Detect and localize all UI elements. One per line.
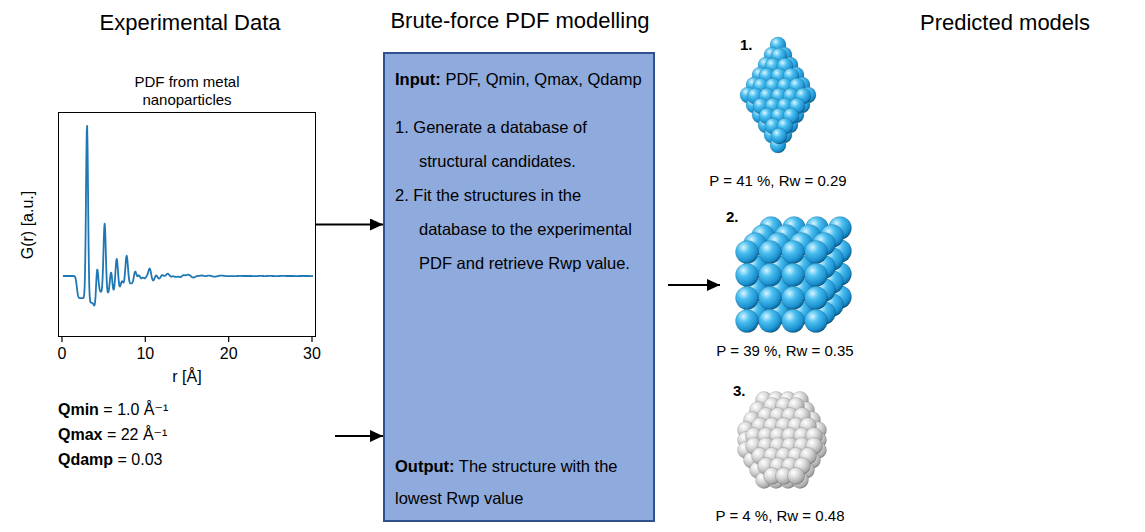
pdf-plot xyxy=(59,113,317,338)
parameter-value: Qmax = 22 Å⁻¹ xyxy=(58,425,167,444)
output-arrow xyxy=(668,284,720,286)
tick-label: 20 xyxy=(220,344,238,363)
atom xyxy=(736,310,759,333)
parameter-value: Qmin = 1.0 Å⁻¹ xyxy=(58,400,168,419)
tick-label: 30 xyxy=(303,344,321,363)
input-text: Input: PDF, Qmin, Qmax, Qdamp xyxy=(395,62,643,96)
model-score: P = 39 %, Rw = 0.35 xyxy=(716,342,853,360)
column-header: Brute-force PDF modelling xyxy=(390,8,649,34)
bold-term: Input: xyxy=(395,70,441,88)
plot-frame: PDF from metal nanoparticles xyxy=(58,112,316,337)
tick-label: 0 xyxy=(58,344,67,363)
atom xyxy=(736,264,759,287)
atom xyxy=(805,287,828,310)
model-score: P = 4 %, Rw = 0.48 xyxy=(716,507,845,525)
step-text: 2. Fit the structures in the database to… xyxy=(395,178,643,280)
callout-number: 1. xyxy=(740,36,753,54)
atom xyxy=(782,287,805,310)
bold-term: Qmin xyxy=(58,401,99,418)
atom xyxy=(759,310,782,333)
tick-mark xyxy=(311,337,312,342)
axis-label: r [Å] xyxy=(172,367,201,386)
pdf-curve xyxy=(63,126,313,306)
axis-ticks xyxy=(62,337,312,342)
callout-number: 3. xyxy=(733,382,746,400)
tick-label: 10 xyxy=(136,344,154,363)
bold-term: Output: xyxy=(395,457,455,475)
flow-arrow xyxy=(316,224,383,226)
output-text: Output: The structure with the lowest Rw… xyxy=(395,450,643,514)
atom xyxy=(736,241,759,264)
plot-title: PDF from metal nanoparticles xyxy=(102,73,272,109)
atom xyxy=(782,241,805,264)
column-header: Experimental Data xyxy=(100,10,281,36)
grey-cluster xyxy=(738,392,827,489)
atom xyxy=(771,128,787,144)
axis-label: G(r) [a.u.] xyxy=(18,191,37,259)
input-arrow xyxy=(335,435,383,437)
atom xyxy=(805,264,828,287)
atom xyxy=(759,264,782,287)
tick-mark xyxy=(61,337,62,342)
atom xyxy=(782,310,805,333)
step-text: 1. Generate a database of structural can… xyxy=(395,110,643,178)
octahedral-cluster xyxy=(740,37,816,153)
cubic-cluster xyxy=(736,217,852,333)
column-header: Predicted models xyxy=(920,10,1090,36)
bold-term: Qdamp xyxy=(58,451,113,468)
atom xyxy=(788,468,805,485)
bold-term: Qmax xyxy=(58,426,102,443)
atom xyxy=(805,241,828,264)
tick-mark xyxy=(228,337,229,342)
atom xyxy=(782,264,805,287)
parameter-value: Qdamp = 0.03 xyxy=(58,450,163,469)
process-box: Input: PDF, Qmin, Qmax, Qdamp 1. Generate… xyxy=(383,52,655,522)
tick-mark xyxy=(145,337,146,342)
atom xyxy=(736,287,759,310)
atom xyxy=(759,241,782,264)
atom xyxy=(759,287,782,310)
callout-number: 2. xyxy=(726,208,739,226)
model-score: P = 41 %, Rw = 0.29 xyxy=(709,172,846,190)
atom xyxy=(805,310,828,333)
